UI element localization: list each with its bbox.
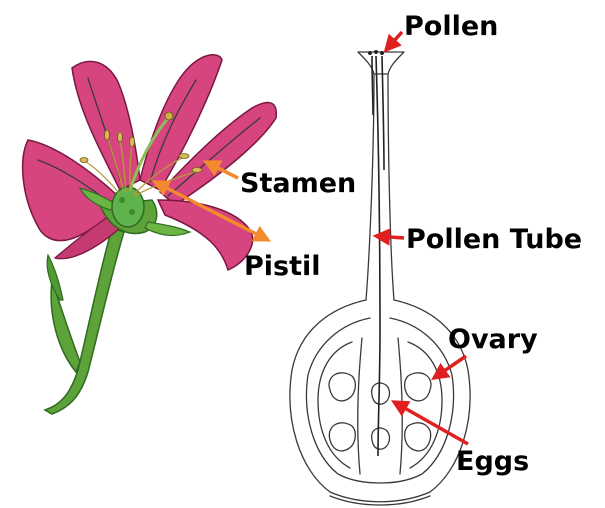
ovary-detail [129,209,135,215]
ovary-septum [358,338,362,474]
ovule-right-lower [405,423,431,451]
stigma-top [358,52,404,74]
stem-leaf [51,280,80,372]
sepal-right [145,222,190,235]
lily-flower-illustration [23,55,277,414]
label-pollen-tube: Pollen Tube [406,224,582,255]
label-eggs: Eggs [456,446,529,477]
ovule-left-upper [329,373,355,401]
label-pistil: Pistil [244,251,321,282]
pollen-arrow [386,32,402,50]
label-pollen: Pollen [404,11,498,42]
ovary-arrow [434,356,466,378]
style-right-wall [388,74,394,300]
pollen-tube-arrow [376,236,404,238]
stigma [165,112,173,120]
label-stamen: Stamen [240,168,356,199]
pollen-grains [368,50,384,55]
label-ovary: Ovary [448,324,538,355]
ovule-center-lower [372,428,390,449]
ovule-center-upper [372,383,390,404]
ovary-detail [119,197,125,203]
ovule-right-upper [405,373,431,401]
ovule-left-lower [329,423,355,451]
